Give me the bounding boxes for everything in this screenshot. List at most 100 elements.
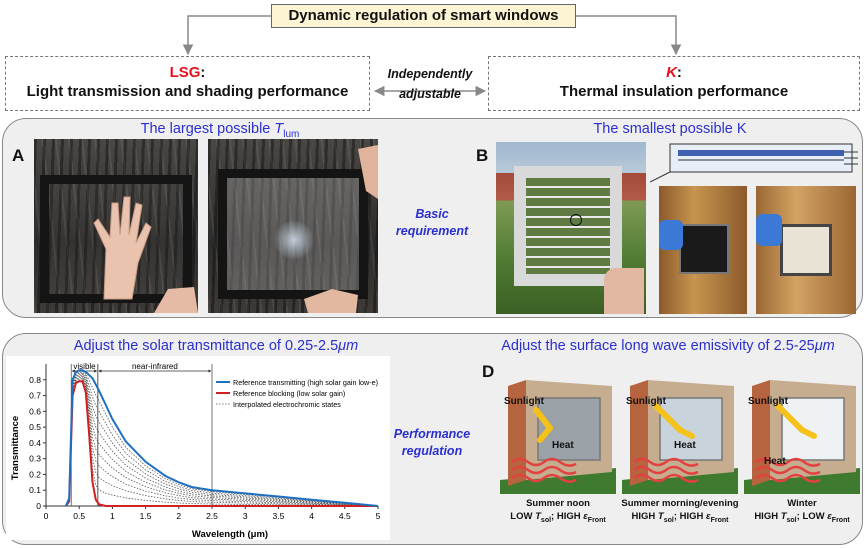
sunlight-label: Sunlight — [626, 396, 666, 407]
condition-emissivity-sub: Front — [710, 516, 729, 524]
y-tick-label: 0.1 — [29, 485, 41, 495]
y-tick-label: 0.6 — [29, 406, 41, 416]
legend-label: Interpolated electrochromic states — [233, 400, 341, 409]
condition-tsol: T — [657, 511, 664, 522]
heat-label: Heat — [674, 440, 696, 451]
x-tick-label: 3.5 — [272, 511, 284, 521]
condition-tsol-sub: sol — [540, 516, 552, 524]
x-tick-label: 1.5 — [140, 511, 152, 521]
scenario-condition: HIGH Tsol; HIGH εFront — [618, 511, 742, 524]
zoom-circle — [570, 214, 582, 226]
condition-emissivity-sub: Front — [587, 516, 606, 524]
lsg-box: LSG: Light transmission and shading perf… — [5, 56, 370, 111]
indep-line2: adjustable — [399, 87, 461, 101]
perf-line2: regulation — [401, 444, 463, 458]
tlum-sub: lum — [283, 128, 300, 140]
condition-emissivity-sub: Front — [831, 516, 850, 524]
k-box: K: Thermal insulation performance — [488, 56, 860, 111]
y-axis-label: Transmittance — [10, 416, 21, 480]
interpolated-state-line — [65, 376, 379, 507]
x-tick-label: 4 — [309, 511, 314, 521]
photo-test-sample-1 — [659, 186, 747, 314]
condition-mid: ; HIGH — [673, 511, 707, 522]
emissivity-prefix: Adjust the surface long wave emissivity … — [501, 338, 815, 354]
lsg-subtitle: Light transmission and shading performan… — [26, 83, 349, 100]
sample-2-window — [780, 224, 832, 276]
x-axis-label: Wavelength (μm) — [192, 529, 268, 540]
solar-transmittance-heading: Adjust the solar transmittance of 0.25-2… — [36, 338, 396, 354]
solar-unit: μm — [338, 338, 359, 354]
glove-2 — [756, 214, 782, 246]
photo-clear-window — [34, 139, 198, 313]
smallest-k-heading: The smallest possible K — [593, 121, 747, 137]
scenario-condition: HIGH Tsol; LOW εFront — [740, 511, 864, 524]
performance-regulation-label: Performance regulation — [384, 426, 480, 460]
y-tick-label: 0 — [36, 501, 41, 511]
house-illustration — [744, 380, 860, 494]
emissivity-unit: μm — [814, 338, 835, 354]
condition-emissivity: ε — [583, 511, 588, 522]
x-tick-label: 1 — [110, 511, 115, 521]
scenario-caption: Winter — [787, 498, 817, 509]
glove-1 — [659, 220, 683, 250]
x-tick-label: 2 — [176, 511, 181, 521]
main-title: Dynamic regulation of smart windows — [271, 4, 576, 28]
solar-prefix: Adjust the solar transmittance of 0.25-2… — [73, 338, 339, 354]
sample-frame — [514, 166, 622, 286]
series-blocking-line — [65, 380, 378, 507]
hand-holding — [604, 268, 644, 314]
x-tick-label: 0 — [44, 511, 49, 521]
holding-hand-icon — [304, 145, 378, 313]
legend-label: Reference blocking (low solar gain) — [233, 389, 345, 398]
x-tick-label: 0.5 — [73, 511, 85, 521]
legend-label: Reference transmitting (high solar gain … — [233, 378, 378, 387]
y-tick-label: 0.5 — [29, 422, 41, 432]
lsg-colon: : — [200, 64, 206, 81]
condition-prefix: HIGH — [631, 511, 658, 522]
y-tick-label: 0.7 — [29, 391, 41, 401]
x-tick-label: 2.5 — [206, 511, 218, 521]
scenario-caption: Summer morning/evening — [621, 498, 739, 509]
y-tick-label: 0.4 — [29, 438, 41, 448]
sunlight-label: Sunlight — [504, 396, 544, 407]
indep-line1: Independently — [387, 67, 473, 81]
interpolated-state-line — [65, 375, 379, 507]
y-tick-label: 0.8 — [29, 375, 41, 385]
basic-line1: Basic — [415, 207, 449, 221]
x-tick-label: 3 — [243, 511, 248, 521]
condition-mid: ; LOW — [796, 511, 828, 522]
basic-requirement-label: Basic requirement — [392, 206, 472, 240]
region-label: near-infrared — [132, 362, 178, 371]
condition-tsol: T — [535, 511, 541, 522]
interpolated-state-line — [65, 378, 379, 507]
largest-tlum-heading: The largest possible Tlum — [40, 121, 400, 140]
k-key: K — [666, 64, 677, 81]
condition-prefix: HIGH — [754, 511, 781, 522]
scenario-condition: LOW Tsol; HIGH εFront — [496, 511, 620, 524]
heat-label: Heat — [764, 456, 786, 467]
photo-window-sample — [496, 142, 646, 314]
condition-mid: ; HIGH — [551, 511, 584, 522]
k-subtitle: Thermal insulation performance — [559, 83, 789, 100]
tlum-var: T — [274, 121, 284, 137]
hand-glow — [272, 221, 316, 259]
condition-prefix: LOW — [510, 511, 536, 522]
x-tick-label: 5 — [376, 511, 381, 521]
label-b: B — [476, 146, 489, 165]
house-illustration — [622, 380, 738, 494]
heat-label: Heat — [552, 440, 574, 451]
interpolated-state-line — [65, 379, 378, 507]
condition-emissivity: ε — [827, 511, 832, 522]
interpolated-state-line — [65, 372, 379, 507]
lsg-key: LSG — [169, 64, 201, 81]
y-tick-label: 0.2 — [29, 469, 41, 479]
condition-tsol-sub: sol — [786, 516, 797, 524]
label-d: D — [482, 362, 495, 381]
chart-legend: Reference transmitting (high solar gain … — [216, 378, 378, 409]
scenario-caption: Summer noon — [526, 498, 590, 509]
arrow-to-lsg — [182, 15, 271, 56]
